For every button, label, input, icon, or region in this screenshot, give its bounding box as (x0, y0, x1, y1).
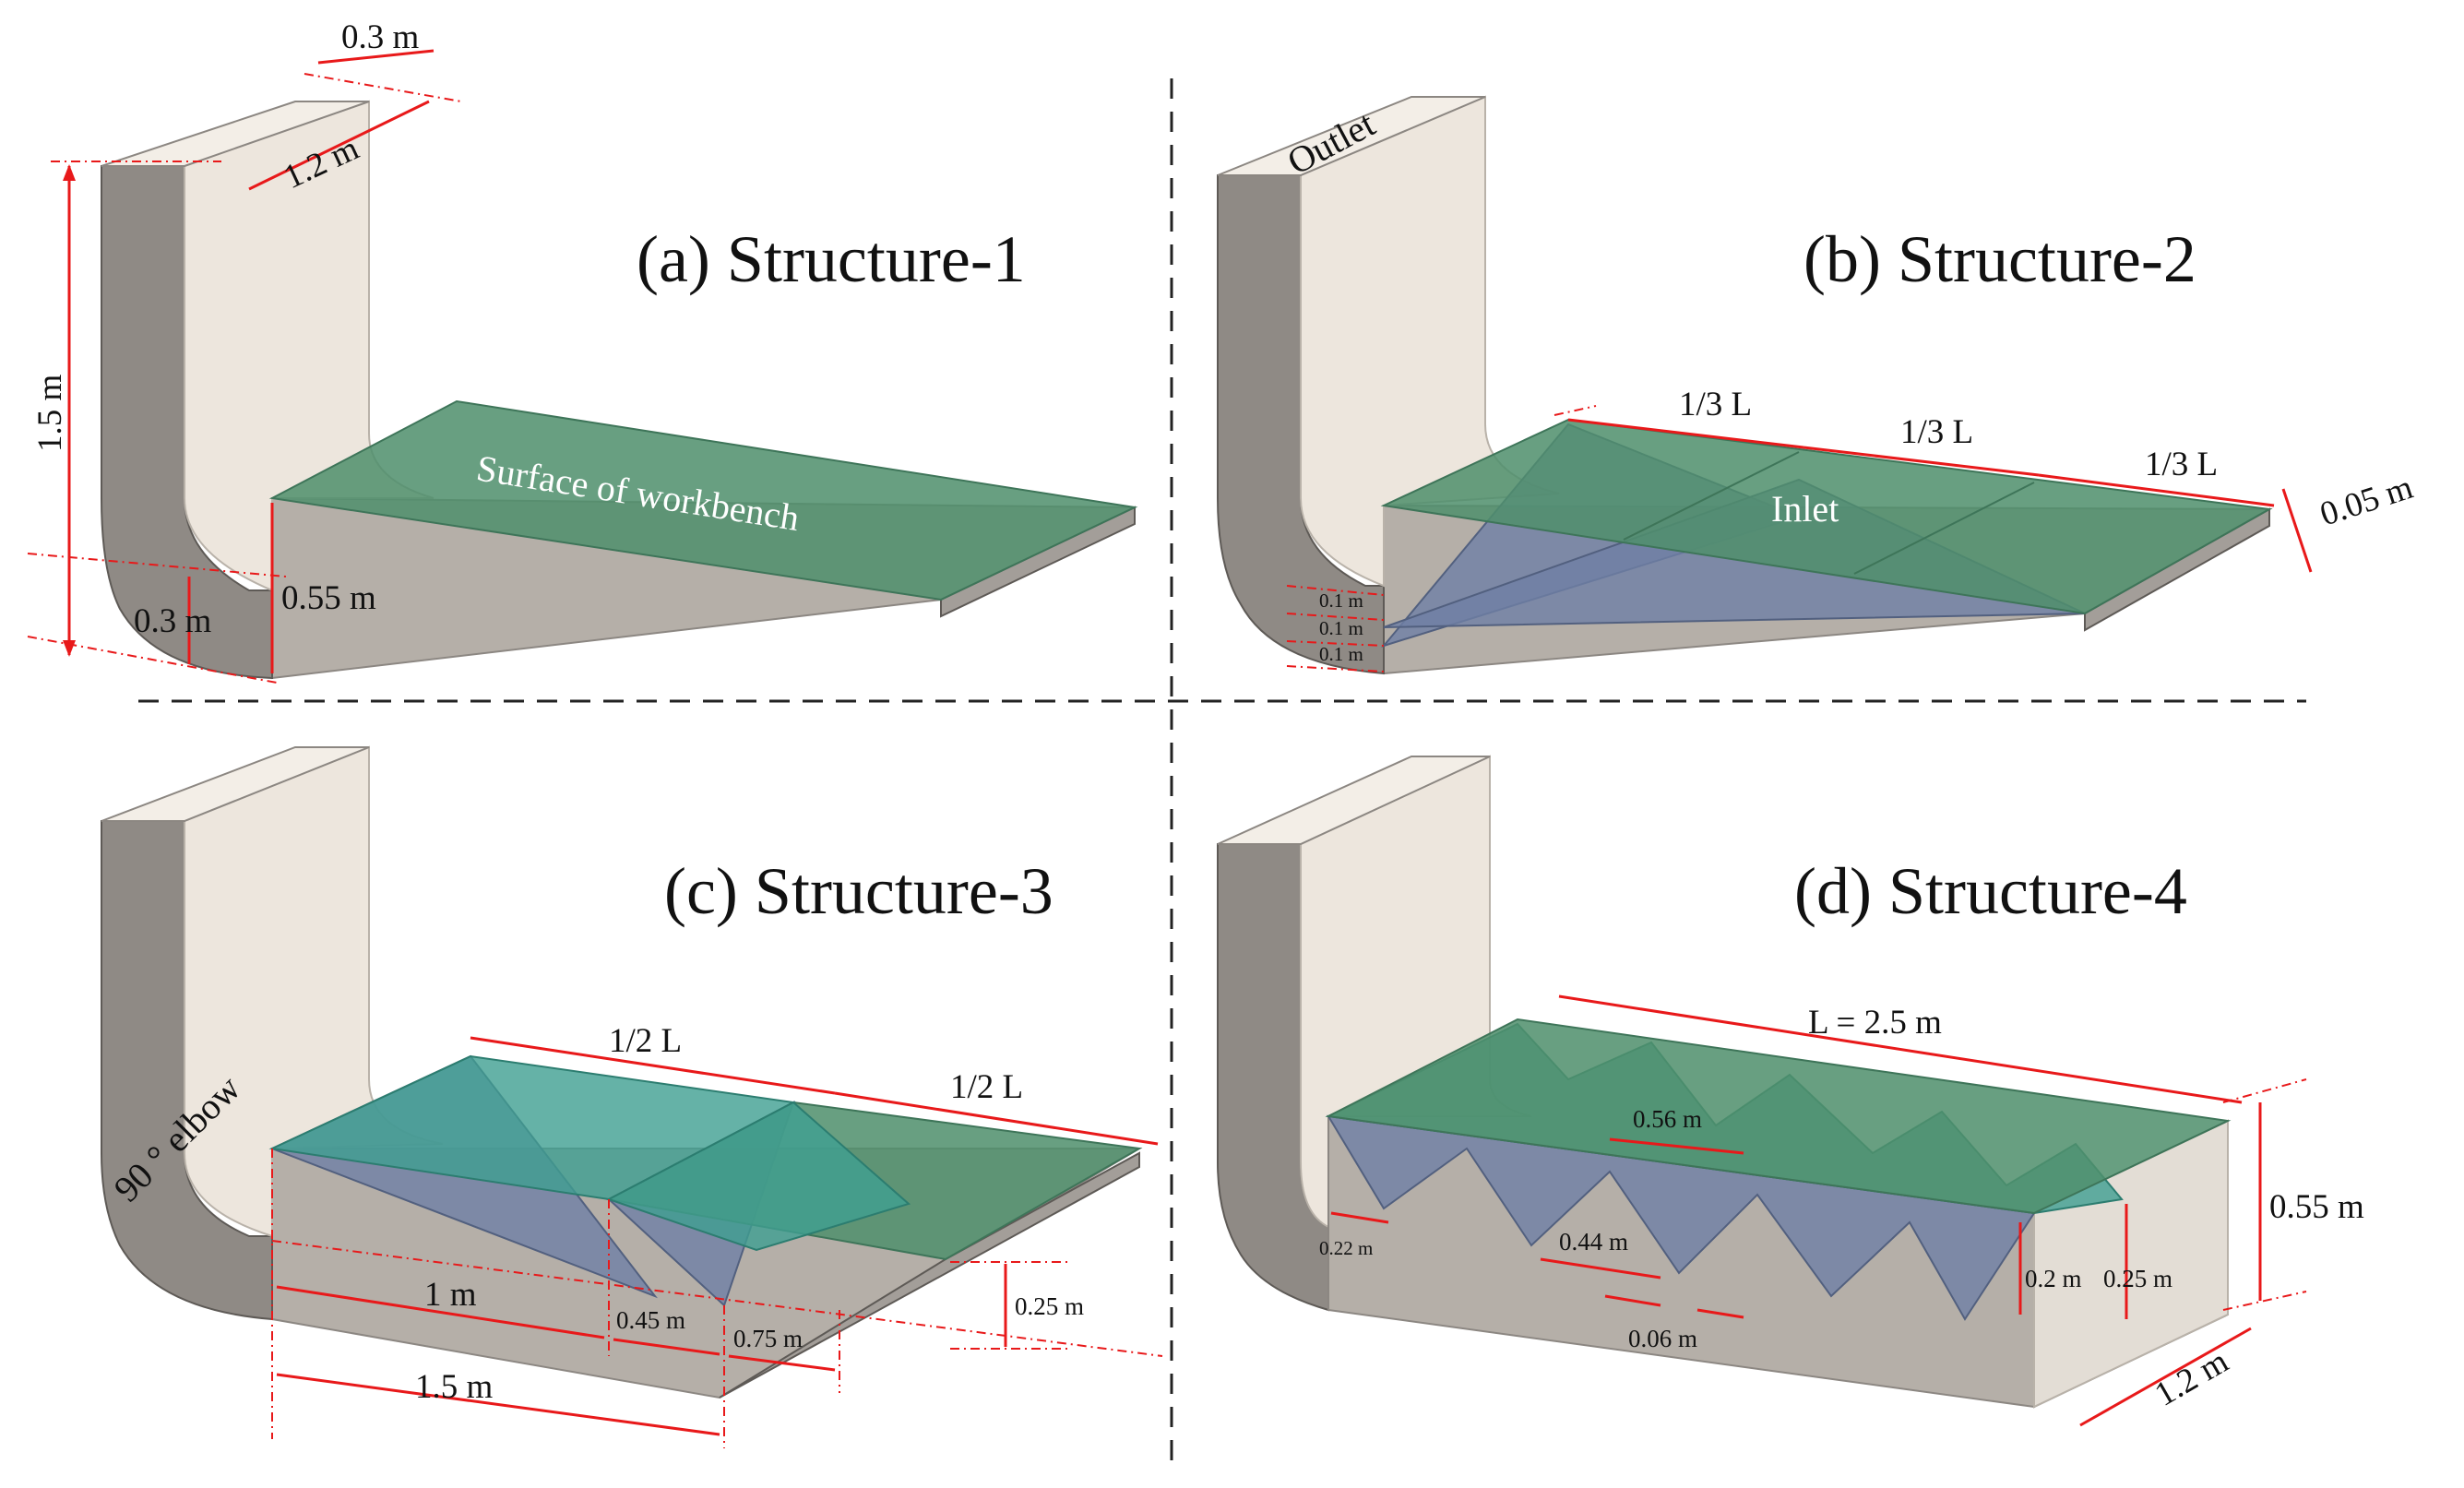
d-teeth (1327, 1114, 2036, 1321)
d-dim-pitch-label: 0.56 m (1633, 1105, 1702, 1133)
b-ext-s0 (1286, 585, 1385, 596)
b-dim-third2 (1803, 446, 2040, 477)
c-bench-side (719, 1151, 1140, 1399)
a-dim-width (317, 49, 434, 65)
a-dim-bench-label: 0.55 m (281, 579, 376, 617)
b-dim-s3: 0.1 m (1319, 643, 1363, 665)
a-dim-low-label: 0.3 m (134, 602, 212, 640)
c-dim-d1 (276, 1285, 605, 1339)
panel-b: Outlet Inlet (b) Structure-2 1/3 L 1/3 L… (1217, 95, 2418, 675)
c-dim-d2 (613, 1338, 720, 1356)
c-duct-top (101, 746, 370, 822)
b-dim-s1: 0.1 m (1319, 589, 1363, 612)
d-dim-tooth-label: 0.2 m (2025, 1265, 2082, 1292)
c-dim-d3 (728, 1354, 836, 1372)
b-outlet-top (1217, 96, 1486, 176)
b-ext-s3 (1286, 665, 1385, 673)
d-dim-base-label: 0.44 m (1559, 1228, 1628, 1256)
a-duct-top (101, 101, 370, 167)
d-ext-h2 (2222, 1291, 2307, 1311)
b-dim-third3 (2038, 473, 2275, 507)
c-dim-half2 (834, 1091, 1159, 1146)
d-dim-length (1558, 994, 2243, 1104)
d-ext-h1 (2222, 1078, 2307, 1103)
a-ext-bot (27, 636, 278, 684)
d-dim-gap-r (1696, 1308, 1744, 1319)
d-dim-edge-label: 0.22 m (1319, 1237, 1373, 1259)
a-arrow-height-bot (63, 640, 76, 657)
d-dim-pitch (1609, 1137, 1744, 1155)
d-title: (d) Structure-4 (1794, 854, 2187, 928)
c-dim-d1-label: 1 m (424, 1276, 477, 1314)
d-dim-width-label: 1.2 m (2149, 1342, 2235, 1414)
c-ext-base (271, 1240, 1163, 1357)
panel-d: (d) Structure-4 L = 2.5 m 0.56 m 0.44 m … (1217, 755, 2364, 1427)
b-inlet-surface (1380, 418, 2273, 615)
b-ext-s2 (1286, 640, 1385, 647)
b-ext-t1 (1553, 405, 1597, 416)
c-dim-half1 (470, 1036, 836, 1095)
d-dim-gap-label: 0.06 m (1628, 1325, 1697, 1352)
c-duct-front (101, 820, 273, 1321)
panel-c: 90 ° elbow (c) Structure-3 1/2 L 1/2 L 1… (101, 745, 1163, 1448)
d-dim-length-label: L = 2.5 m (1808, 1004, 1942, 1042)
d-dim-depth-label: 0.25 m (2103, 1265, 2172, 1292)
b-seg-line-1 (1623, 451, 1800, 541)
c-dim-half2-label: 1/2 L (950, 1068, 1023, 1106)
c-title: (c) Structure-3 (664, 854, 1053, 928)
a-dim-width-label: 0.3 m (341, 18, 420, 56)
c-dim-half1-label: 1/2 L (609, 1022, 682, 1060)
b-dim-s2: 0.1 m (1319, 617, 1363, 639)
a-dim-height-label: 1.5 m (31, 375, 69, 453)
c-dim-total (276, 1373, 720, 1436)
a-title: (a) Structure-1 (637, 222, 1026, 296)
c-surface-mid (606, 1101, 911, 1252)
a-dim-depth (248, 100, 430, 191)
c-dim-d3-label: 0.75 m (733, 1325, 803, 1352)
d-dim-width (2079, 1327, 2252, 1427)
b-seg-line-2 (1853, 482, 2035, 575)
d-dim-height-label: 0.55 m (2269, 1188, 2364, 1226)
a-ext-w (304, 73, 462, 102)
c-dim-total-label: 1.5 m (415, 1368, 494, 1406)
b-dim-third2-label: 1/3 L (1900, 413, 1973, 451)
b-dim-gap (2281, 488, 2313, 573)
d-duct-top (1217, 756, 1491, 845)
a-workbench-surface (268, 399, 1138, 601)
b-ext-s1 (1286, 613, 1385, 621)
b-title: (b) Structure-2 (1803, 222, 2196, 296)
b-dim-third1-label: 1/3 L (1679, 386, 1752, 423)
d-dim-gap-l (1604, 1294, 1661, 1307)
b-dim-third1 (1567, 418, 1804, 449)
a-ext-mid (27, 553, 287, 577)
c-dim-h-label: 0.25 m (1015, 1292, 1084, 1320)
b-inlet-label: Inlet (1771, 488, 1839, 530)
a-arrow-height-top (63, 164, 76, 181)
d-surface (1325, 1018, 2232, 1215)
panel-a: Surface of workbench (a) Structure-1 1.5… (27, 18, 1138, 684)
b-dim-gap-label: 0.05 m (2315, 469, 2418, 534)
b-dim-third3-label: 1/3 L (2145, 446, 2218, 483)
c-dim-d2-label: 0.45 m (616, 1306, 685, 1334)
d-dim-edge (1330, 1211, 1389, 1224)
a-duct-front (101, 165, 273, 680)
d-dim-base (1540, 1257, 1661, 1280)
